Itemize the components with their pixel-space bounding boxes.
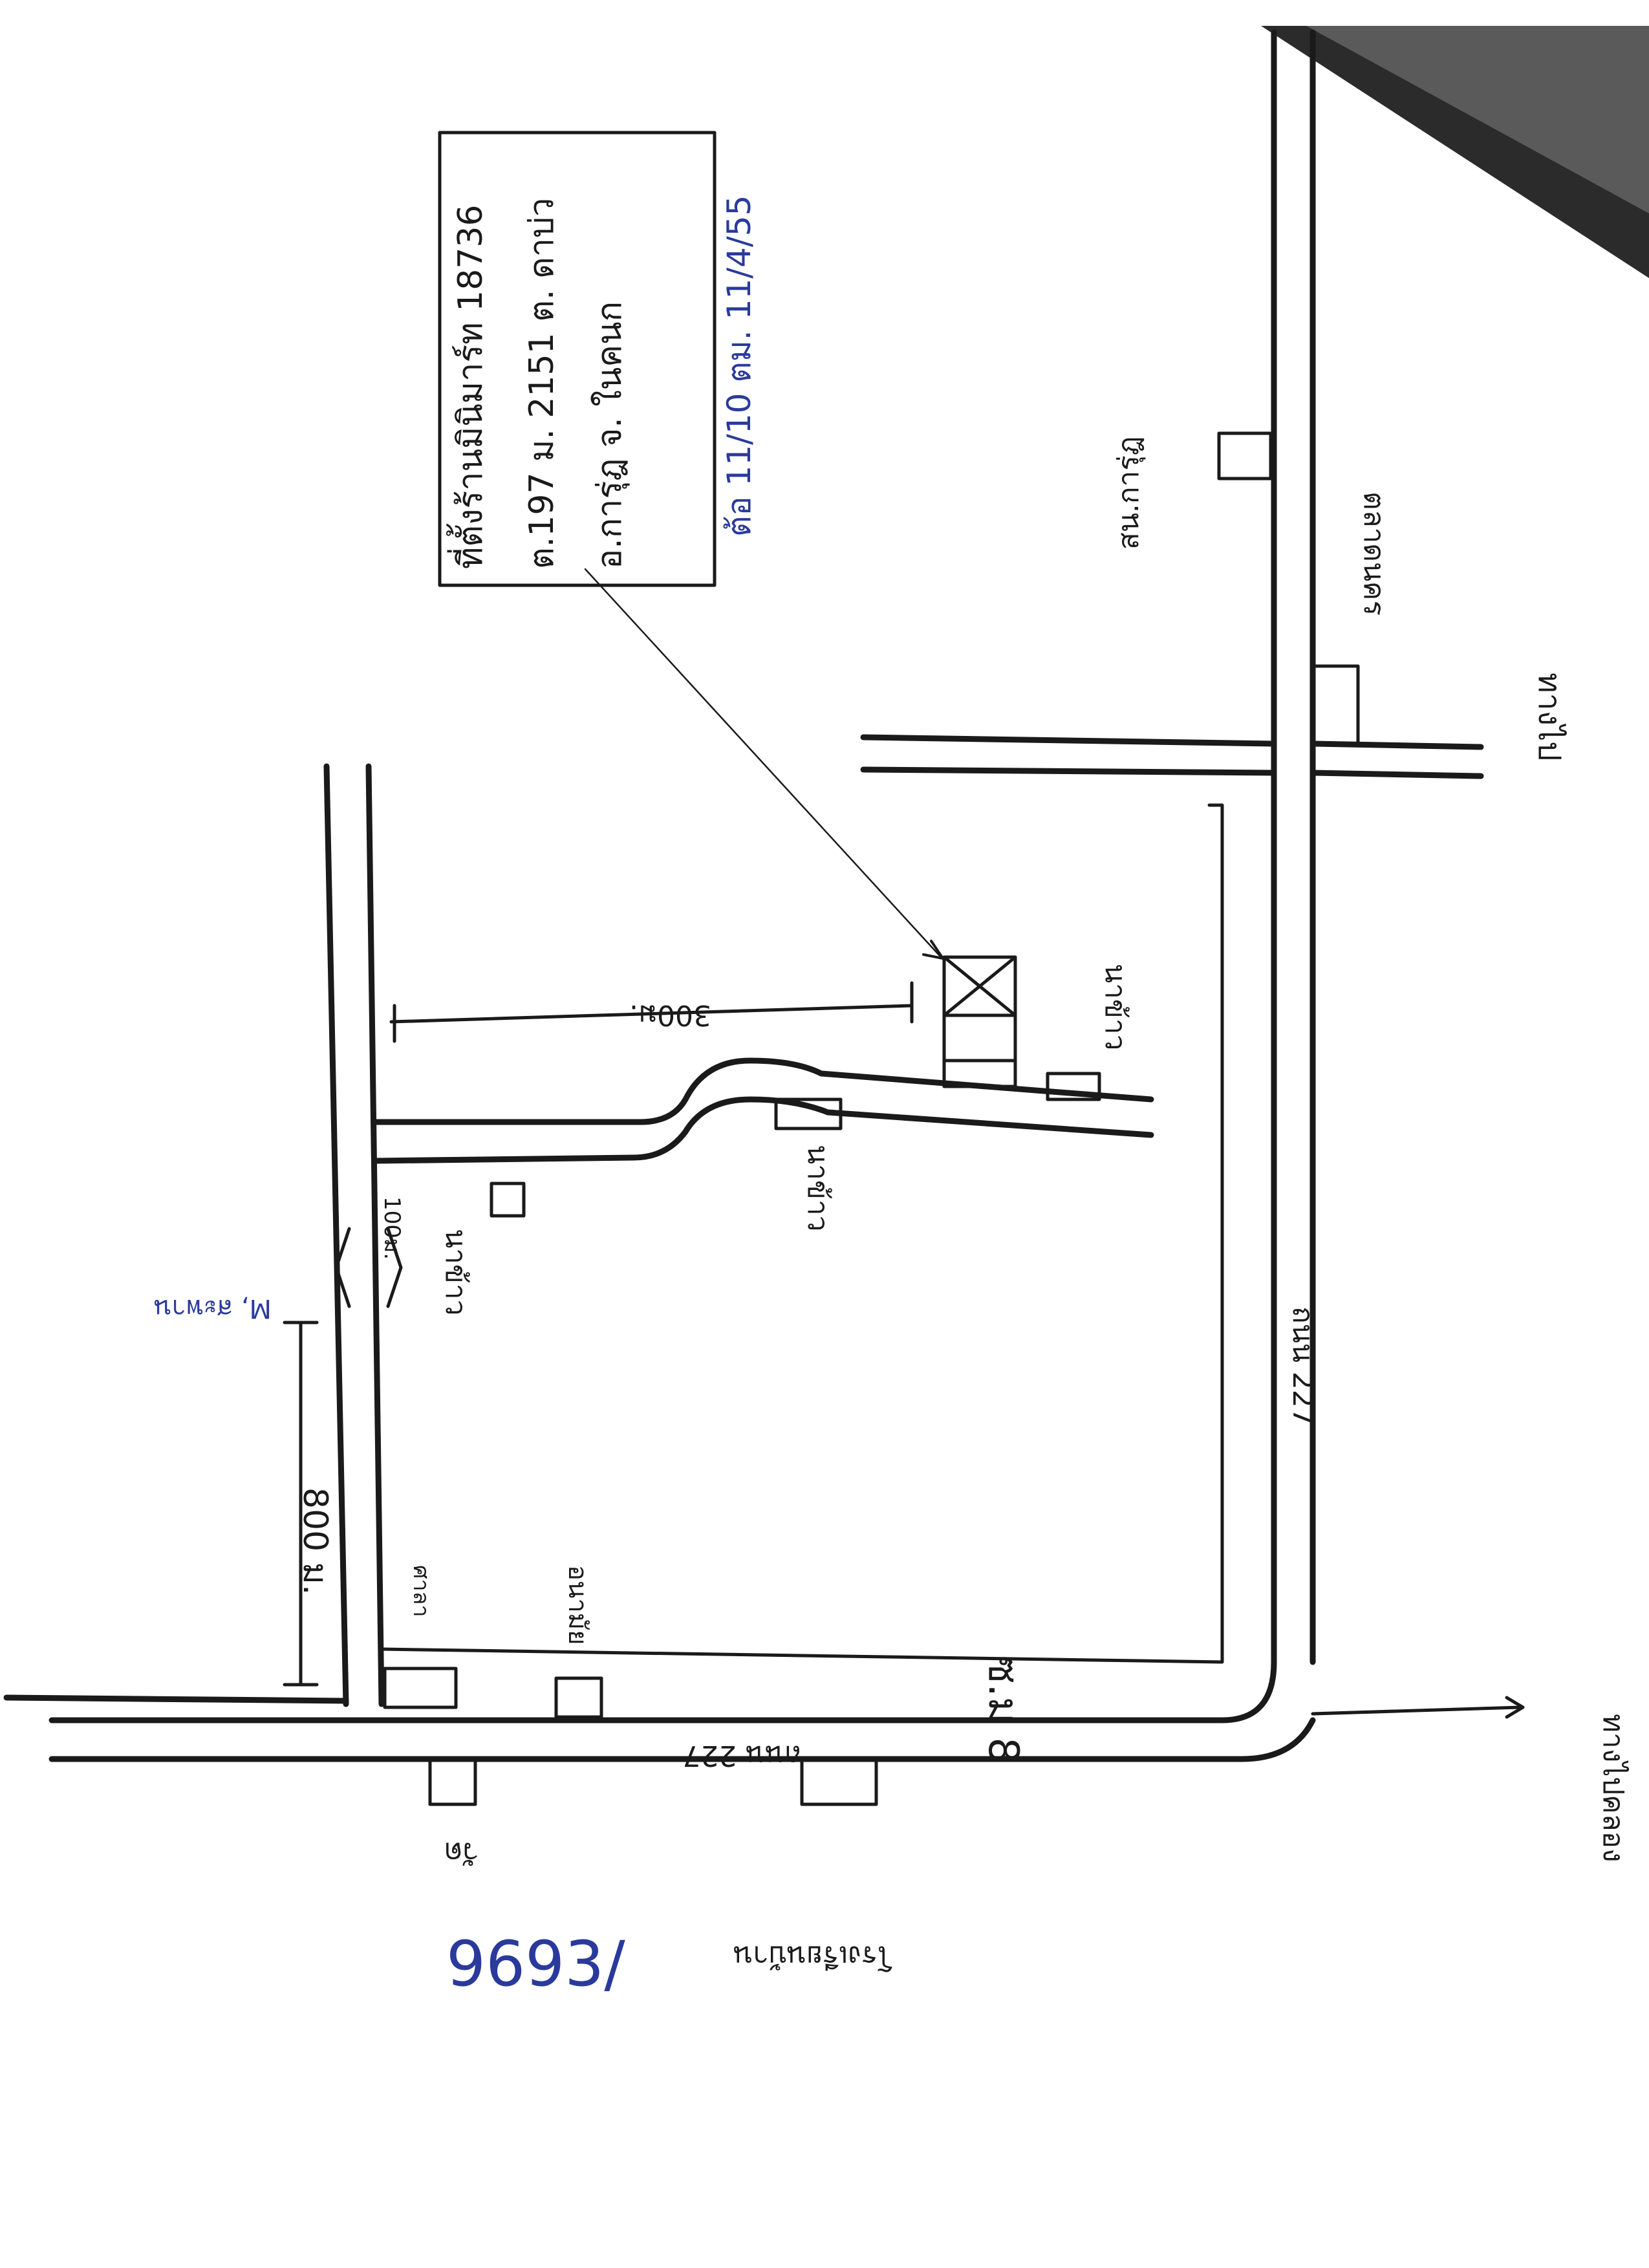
- upper-road: [860, 734, 1484, 779]
- distance-small-label: 100ม.: [379, 1196, 405, 1260]
- bus-stop-label: ศาลา: [408, 1565, 434, 1617]
- left-road: [3, 763, 385, 1707]
- dimension-lines: [283, 981, 914, 1687]
- bridge-mark: [334, 1227, 403, 1308]
- main-road-right-label: ถนน 227: [1286, 1306, 1319, 1426]
- info-line-3: อ.การุ่ฎ จ. ในคนก: [590, 301, 630, 569]
- blue-note: M, สะพาน: [154, 1293, 272, 1323]
- folded-corner-shade: [1306, 26, 1649, 213]
- main-road-lower-label: ถนน 227: [682, 1739, 802, 1772]
- scan-number: 9693/: [446, 1928, 625, 2000]
- school-label: โรงเรียนบ้าน: [733, 1939, 892, 1972]
- shop-marker: [942, 955, 1017, 1088]
- rice-field-label-1: นาข้าว: [801, 1145, 834, 1231]
- village-office-label: สน.การุ่ฎ: [1112, 437, 1146, 550]
- soi-8-label: ซ.ม 8: [979, 1656, 1027, 1764]
- direction-east-label: ทางไปคลอง: [1597, 1714, 1630, 1863]
- main-road-bottom: [48, 1659, 1525, 1762]
- distance-bend-label: 300ม.: [629, 999, 711, 1031]
- rice-field-label-2: นาข้าว: [1099, 964, 1132, 1050]
- market-label: ตลาดนคร: [1357, 491, 1390, 616]
- main-road-right: [1271, 29, 1316, 1665]
- temple-label: วัด: [444, 1836, 479, 1869]
- info-date: ต้อ 11/10 ตม. 11/4/55: [720, 195, 758, 537]
- info-box-text: ที่ตั้งร้านมินิมาร์ท 18736 ต.197 ม. 2151…: [446, 195, 758, 569]
- soi-8-line: [380, 803, 1224, 1664]
- distance-left-label: 800 ม.: [296, 1487, 334, 1595]
- info-line-1: ที่ตั้งร้านมินิมาร์ท 18736: [446, 204, 490, 569]
- health-center-label: อนามัย: [563, 1565, 592, 1645]
- rice-field-label-3: นาข้าว: [439, 1229, 472, 1315]
- info-line-2: ต.197 ม. 2151 ต. ดาบ่ว: [523, 198, 561, 569]
- winding-lane: [372, 1057, 1154, 1164]
- pointer-line: [584, 568, 942, 958]
- building-boxes: [383, 431, 1360, 1806]
- direction-north-label: ทางไป: [1531, 673, 1568, 761]
- info-box: [438, 131, 717, 587]
